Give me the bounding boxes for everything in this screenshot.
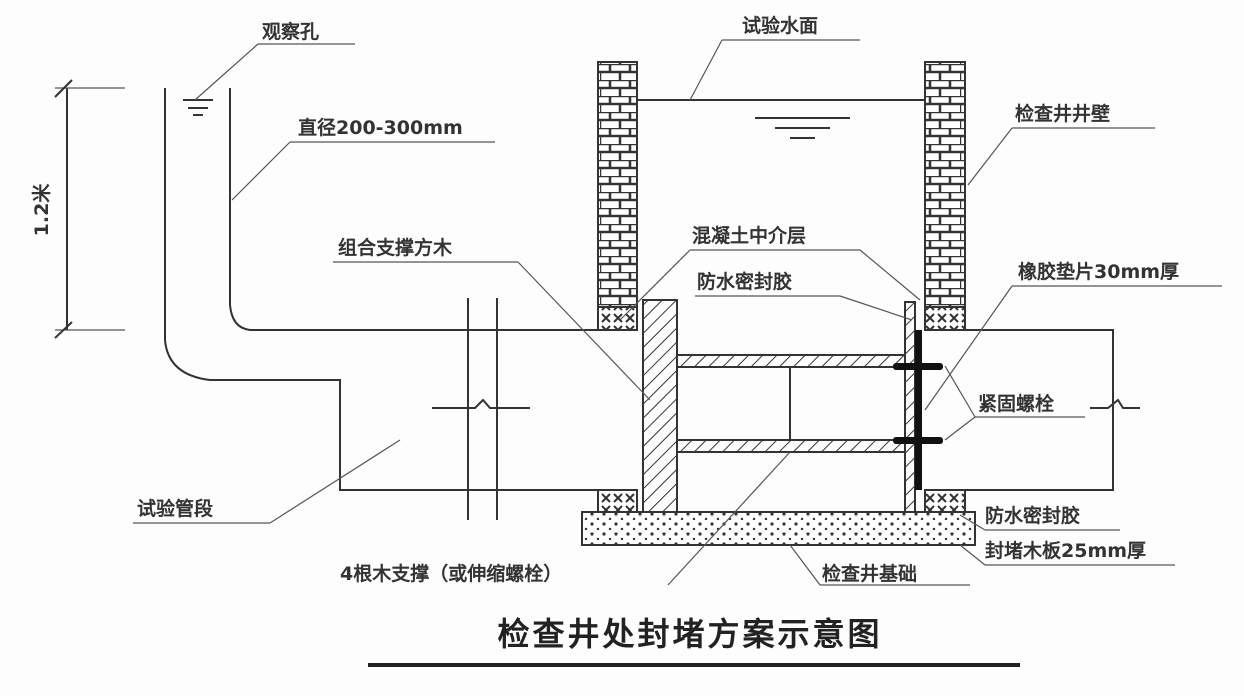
break-lines <box>432 298 530 520</box>
labels: 观察孔 直径200-300mm 组合支撑方木 试验管段 4根木支撑（或伸缩螺栓）… <box>137 14 1179 585</box>
label-wood-board: 封堵木板25mm厚 <box>985 539 1146 562</box>
bolt-lower <box>893 437 943 444</box>
label-bolts: 紧固螺栓 <box>978 392 1054 415</box>
height-dimension: 1.2米 <box>30 79 125 339</box>
label-diameter: 直径200-300mm <box>298 116 463 139</box>
water-surface <box>637 99 925 139</box>
label-well-foundation: 检查井基础 <box>822 562 917 585</box>
label-sealant-bottom: 防水密封胶 <box>985 504 1080 527</box>
diagram-title: 检查井处封堵方案示意图 <box>497 615 882 653</box>
height-dimension-label: 1.2米 <box>30 183 53 237</box>
label-test-pipe: 试验管段 <box>137 497 214 520</box>
well-foundation <box>581 511 976 546</box>
label-support-timber: 组合支撑方木 <box>338 236 453 259</box>
label-concrete-layer: 混凝土中介层 <box>692 224 806 247</box>
label-sealant-top: 防水密封胶 <box>697 270 792 293</box>
label-observation-hole: 观察孔 <box>262 20 319 43</box>
label-wood-struts: 4根木支撑（或伸缩螺栓） <box>340 562 562 585</box>
label-rubber-gasket: 橡胶垫片30mm厚 <box>1018 260 1179 283</box>
label-test-water-level: 试验水面 <box>742 14 818 37</box>
left-well-wall <box>597 61 638 513</box>
label-well-wall: 检查井井壁 <box>1015 102 1110 125</box>
test-pipe <box>164 88 1140 491</box>
blocking-structure <box>581 299 976 546</box>
bolt-upper <box>893 363 943 370</box>
leader-lines <box>133 39 1222 586</box>
right-well-wall <box>924 61 966 513</box>
